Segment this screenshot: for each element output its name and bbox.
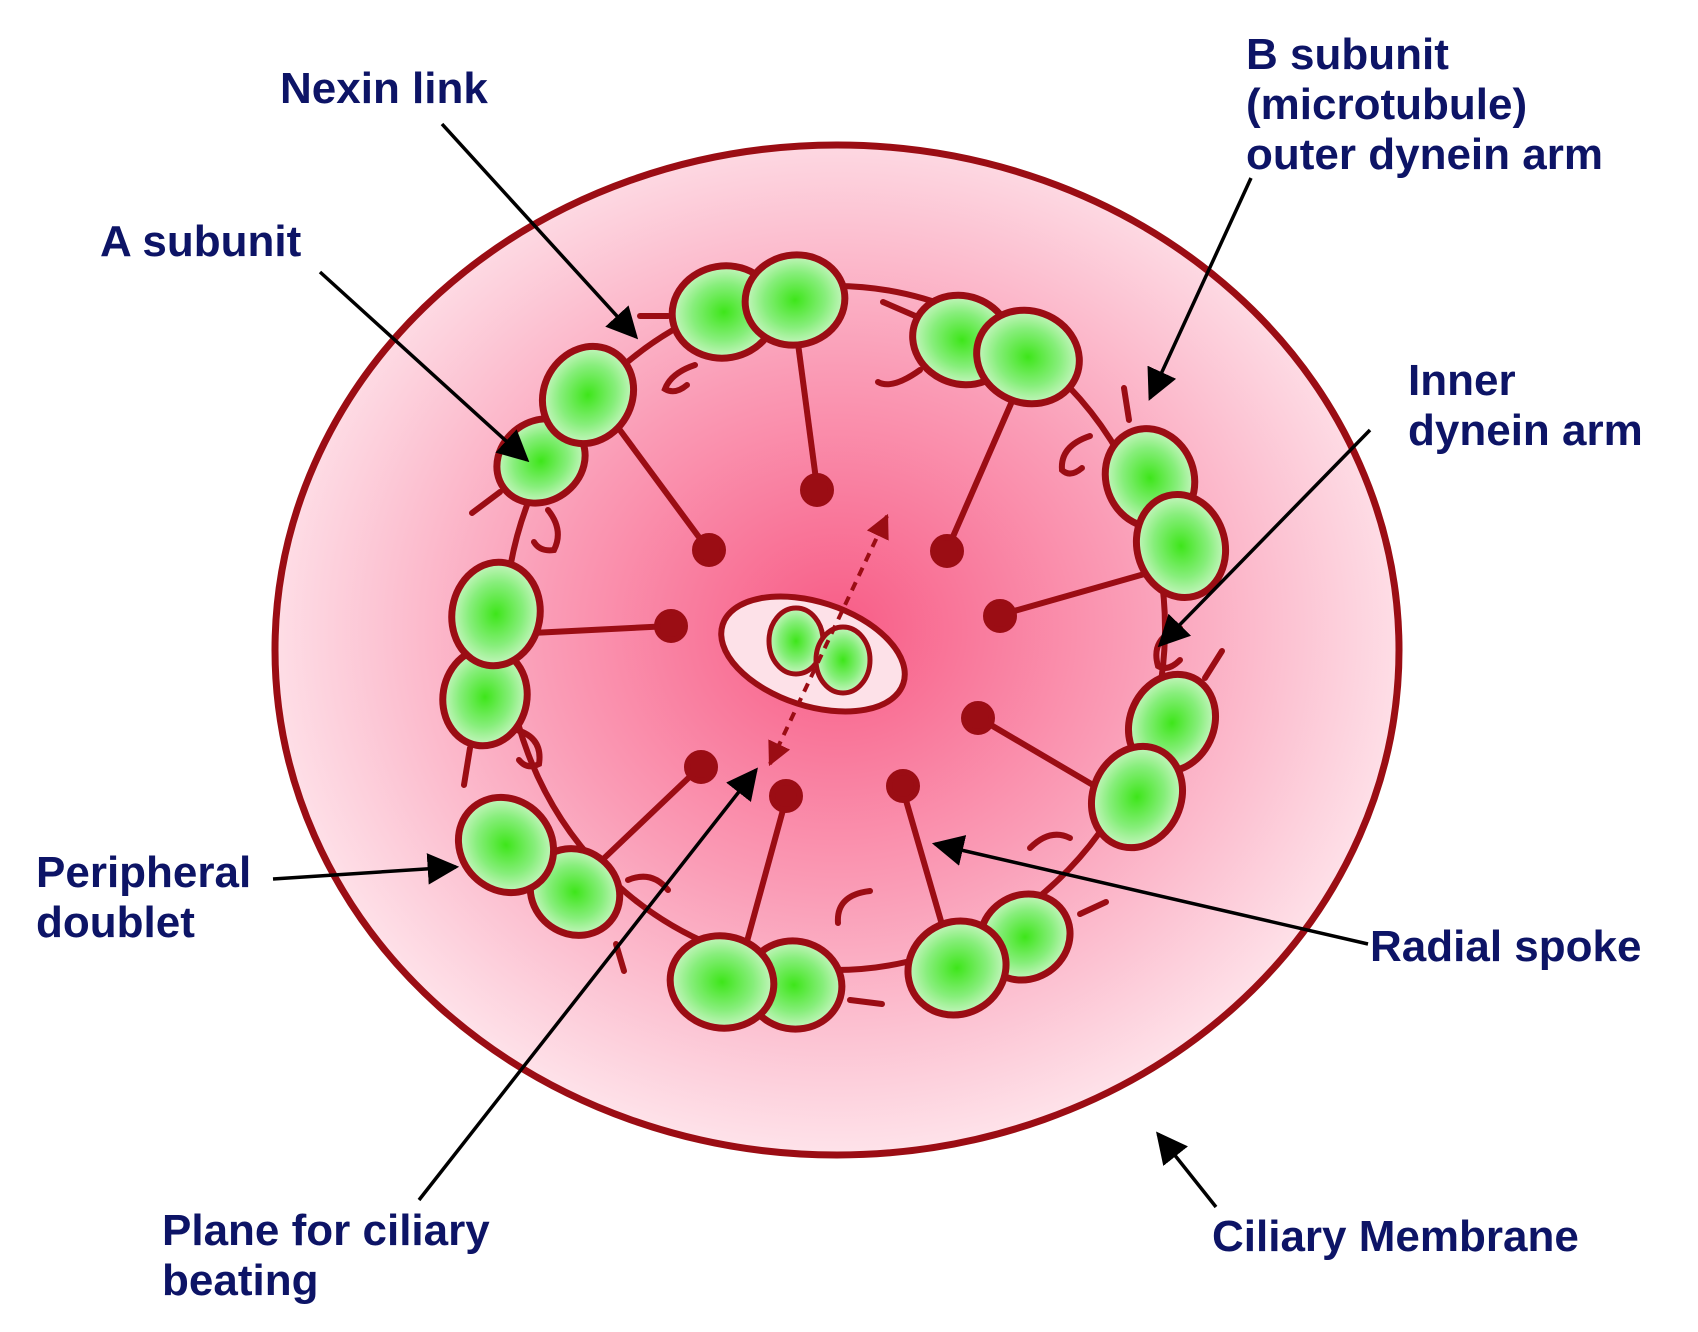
peripheral-doublet bbox=[1101, 425, 1230, 602]
peripheral-doublets bbox=[439, 251, 1230, 1033]
label-radial-spoke: Radial spoke bbox=[1370, 922, 1642, 971]
label-nexin-link: Nexin link bbox=[280, 64, 488, 113]
pointer-nexin-link bbox=[440, 122, 639, 340]
spoke-head bbox=[983, 599, 1017, 633]
label-ciliary-membrane: Ciliary Membrane bbox=[1212, 1212, 1579, 1261]
a-tubule bbox=[904, 917, 1010, 1019]
label-peripheral-doublet: Peripheral doublet bbox=[36, 848, 252, 947]
spoke-head bbox=[961, 701, 995, 735]
a-tubule bbox=[448, 558, 544, 670]
spoke-head bbox=[654, 609, 688, 643]
label-a-subunit: A subunit bbox=[100, 217, 302, 266]
peripheral-doublet bbox=[439, 558, 544, 750]
label-inner-dynein-arm: Inner dynein arm bbox=[1408, 356, 1643, 455]
a-tubule bbox=[538, 342, 638, 448]
beating-plane-arrow bbox=[768, 513, 889, 767]
peripheral-doublet bbox=[668, 251, 849, 362]
pointer-a-subunit bbox=[318, 270, 530, 463]
pointer-plane bbox=[417, 767, 758, 1202]
radial-spoke bbox=[794, 335, 820, 488]
radial-spoke bbox=[743, 798, 789, 946]
label-pointers bbox=[272, 122, 1372, 1209]
a-tubule bbox=[1087, 742, 1187, 852]
a-tubule bbox=[973, 306, 1083, 408]
peripheral-doublet bbox=[1087, 670, 1220, 852]
pointer-inner-dynein bbox=[1157, 428, 1372, 648]
radial-spokes bbox=[531, 335, 1149, 946]
spoke-head bbox=[692, 533, 726, 567]
pointer-peripheral-doublet bbox=[272, 853, 460, 885]
spoke-head bbox=[886, 769, 920, 803]
a-tubule bbox=[741, 251, 849, 349]
radial-spoke bbox=[594, 764, 703, 868]
pointer-radial-spoke bbox=[931, 835, 1369, 946]
spoke-head bbox=[684, 750, 718, 784]
spoke-head bbox=[930, 534, 964, 568]
spoke-head bbox=[800, 473, 834, 507]
peripheral-doublet bbox=[909, 291, 1083, 408]
pointer-ciliary-membrane bbox=[1156, 1131, 1218, 1209]
radial-spoke bbox=[999, 570, 1149, 618]
a-tubule bbox=[666, 932, 778, 1032]
peripheral-doublet bbox=[904, 890, 1074, 1019]
peripheral-doublet bbox=[454, 793, 624, 939]
peripheral-doublet bbox=[666, 932, 846, 1033]
radial-spoke bbox=[900, 789, 946, 929]
a-tubule bbox=[1132, 490, 1230, 602]
label-b-subunit: B subunit (microtubule) outer dynein arm bbox=[1246, 30, 1603, 179]
spoke-head bbox=[769, 779, 803, 813]
label-plane-for-ciliary-beating: Plane for ciliary beating bbox=[162, 1206, 490, 1305]
radial-spoke bbox=[531, 623, 671, 636]
radial-spoke bbox=[608, 416, 710, 550]
pointer-b-subunit bbox=[1147, 177, 1253, 401]
a-tubule bbox=[454, 793, 558, 897]
radial-spoke bbox=[945, 397, 1016, 550]
central-tubule bbox=[813, 624, 873, 696]
radial-spoke bbox=[977, 715, 1112, 798]
